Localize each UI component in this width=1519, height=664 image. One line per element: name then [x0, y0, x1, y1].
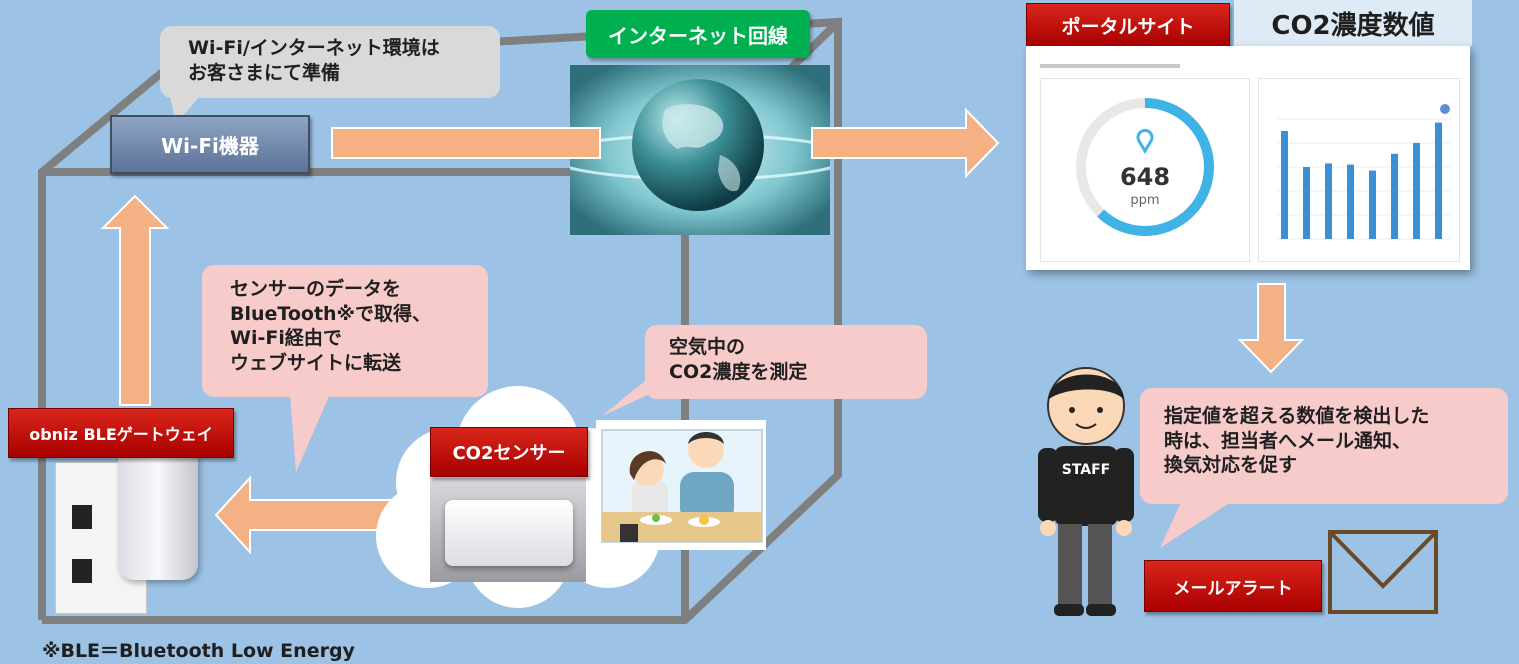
staff-shirt-text: STAFF: [1061, 462, 1111, 478]
wifi-note-bubble: Wi-Fi/インターネット環境は お客さまにて準備: [160, 26, 500, 98]
air-note-line-2: CO2濃度を測定: [669, 360, 808, 383]
mail-envelope-icon: [1328, 530, 1438, 614]
bar-chart-bar: [1391, 153, 1398, 239]
sensor-note-tail: [290, 394, 330, 472]
bar-chart-bar: [1303, 167, 1310, 239]
arrow-portal-to-alert: [1237, 283, 1305, 374]
wifi-note-line-2: お客さまにて準備: [188, 61, 341, 84]
portal-label: ポータルサイト: [1026, 3, 1230, 47]
co2-value-title: CO2濃度数値: [1234, 0, 1472, 46]
obniz-gateway-device: [118, 442, 198, 580]
footnote: ※BLE＝Bluetooth Low Energy: [42, 640, 355, 662]
arrow-wifi-to-internet: [331, 127, 601, 159]
gauge-card: 648 ppm: [1040, 78, 1250, 262]
bar-chart-bar: [1347, 164, 1354, 239]
wifi-note-line-1: Wi-Fi/インターネット環境は: [188, 37, 440, 59]
globe-image: [570, 65, 830, 235]
staff-person: [1038, 367, 1134, 616]
air-note-line-1: 空気中の: [669, 336, 746, 358]
wifi-device-box: Wi-Fi機器: [110, 115, 310, 174]
air-note-bubble: 空気中の CO2濃度を測定: [645, 325, 927, 399]
sensor-note-line-3: Wi-Fi経由で: [230, 327, 342, 350]
bar-chart: [1277, 104, 1451, 240]
bar-card: [1258, 78, 1460, 262]
bar-chart-bar: [1435, 122, 1442, 239]
sensor-note-bubble: センサーのデータを BlueTooth※で取得、 Wi-Fi経由で ウェブサイト…: [202, 265, 488, 397]
mail-alert-label: メールアラート: [1144, 560, 1322, 612]
alert-note-line-2: 時は、担当者へメール通知、: [1164, 429, 1412, 452]
sensor-note-line-2: BlueTooth※で取得、: [230, 302, 432, 325]
arrow-internet-to-portal: [811, 107, 1000, 179]
gauge-unit: ppm: [1130, 193, 1160, 208]
dashboard-heading-line: [1040, 64, 1180, 68]
dashboard-screenshot: 648 ppm: [1026, 46, 1470, 270]
alert-note-tail: [1160, 500, 1234, 548]
air-note-tail: [602, 380, 680, 416]
bar-chart-bar: [1281, 131, 1288, 239]
co2-sensor-label: CO2センサー: [430, 427, 588, 477]
bar-chart-marker: [1440, 104, 1450, 114]
bar-chart-bar: [1325, 163, 1332, 239]
bar-chart-bar: [1369, 170, 1376, 239]
internet-label: インターネット回線: [586, 10, 810, 58]
alert-note-line-1: 指定値を超える数値を検出した: [1164, 405, 1430, 427]
gauge-value: 648: [1119, 163, 1171, 191]
arrow-gateway-to-wifi: [100, 194, 170, 406]
bar-chart-bar: [1413, 143, 1420, 239]
sensor-note-line-1: センサーのデータを: [230, 278, 402, 300]
gauge-ring: [1076, 98, 1214, 236]
co2-sensor-device: [445, 500, 573, 566]
sensor-note-line-4: ウェブサイトに転送: [230, 352, 402, 375]
restaurant-people-illustration: [596, 420, 766, 550]
gateway-label: obniz BLEゲートウェイ: [8, 408, 234, 458]
alert-note-line-3: 換気対応を促す: [1164, 454, 1298, 477]
alert-note-bubble: 指定値を超える数値を検出した 時は、担当者へメール通知、 換気対応を促す: [1140, 388, 1508, 504]
